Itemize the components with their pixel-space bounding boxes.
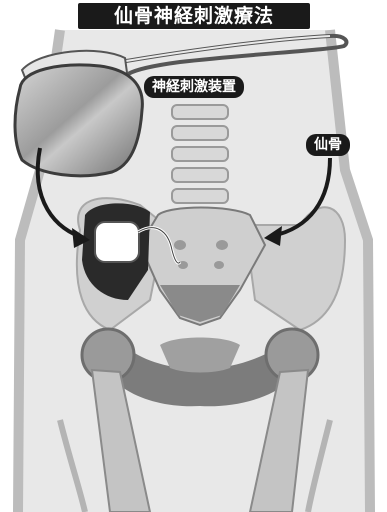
title-banner: 仙骨神経刺激療法 [78,3,310,29]
figure-title: 仙骨神経刺激療法 [78,3,310,29]
lumbar-spine [172,105,228,203]
label-neurostimulator: 神経刺激装置 [144,76,244,98]
neurostimulator-device [15,65,142,176]
label-sacrum: 仙骨 [306,134,350,156]
implanted-device [95,222,139,262]
